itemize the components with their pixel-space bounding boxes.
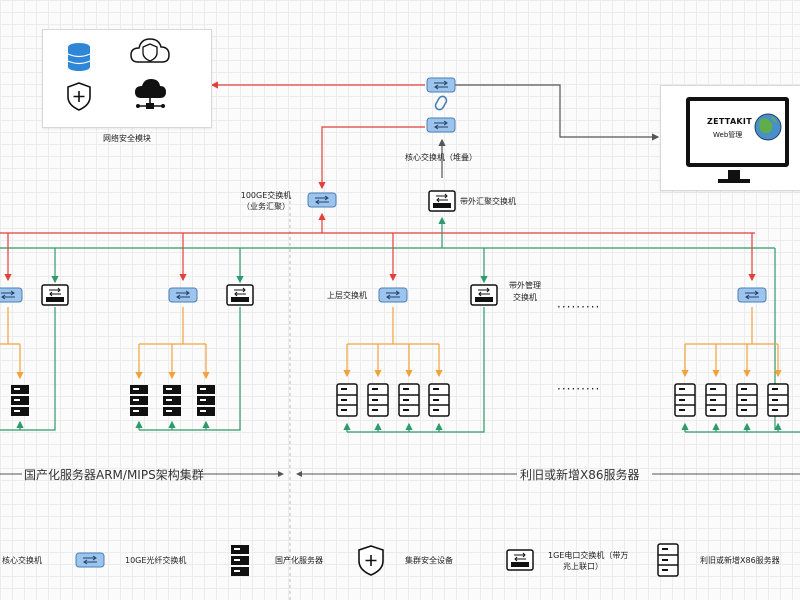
legend-elec-switch-icon [506,549,534,571]
network-cloud-icon [135,79,166,109]
security-module-label: 网络安全模块 [103,134,151,143]
x86-server [367,383,389,417]
fiber-switch-1 [0,287,23,303]
ellipsis-upper: ········· [557,300,601,314]
legend-x86-server-icon [657,543,679,577]
domestic-server [11,385,29,416]
stack-link-icon [434,95,448,111]
legend-fiber-switch: 10GE光纤交换机 [125,556,187,565]
tor-switch-label: 上层交换机 [327,291,367,300]
oob-agg-switch-label: 带外汇聚交换机 [460,197,516,206]
elec-switch-3 [470,284,498,306]
security-module-box [42,29,212,128]
shield-plus-icon [67,82,91,111]
elec-switch-2 [226,284,254,306]
oob-agg-switch [428,190,456,212]
agg-switch-100ge [307,192,337,208]
legend-domestic-server: 国产化服务器 [275,556,323,565]
core-switch-lower [426,117,456,133]
fiber-switch-4 [737,287,767,303]
ellipsis-lower: ········· [557,382,601,396]
domestic-server [197,385,215,416]
x86-server [398,383,420,417]
legend-elec-switch-1: 1GE电口交换机（带万 [548,551,629,560]
legend-domestic-server-icon [231,545,249,576]
legend-fiber-switch-icon [75,552,105,568]
database-icon [67,43,91,71]
legend-elec-switch-2: 兆上联口） [563,562,603,571]
domestic-server [163,385,181,416]
legend-x86-server: 利旧或新增X86服务器 [700,556,780,565]
x86-server [674,383,696,417]
agg-switch-label-2: （业务汇聚） [242,202,290,211]
domestic-server [130,385,148,416]
oob-mgmt-switch-label-1: 带外管理 [509,281,541,290]
fiber-switch-3 [378,287,408,303]
core-switch-label: 核心交换机（堆叠） [405,153,477,162]
fiber-switch-2 [168,287,198,303]
core-switch-upper [426,77,456,93]
cloud-shield-icon [130,38,170,63]
monitor-brand: ZETTAKIT [707,117,752,126]
x86-server [428,383,450,417]
x86-server [336,383,358,417]
x86-server [736,383,758,417]
agg-switch-label-1: 100GE交换机 [240,191,292,200]
x86-server [767,383,789,417]
legend-cluster-security: 集群安全设备 [405,556,453,565]
monitor-sub: Web管理 [713,131,743,139]
oob-mgmt-switch-label-2: 交换机 [513,293,537,302]
section-left-label: 国产化服务器ARM/MIPS架构集群 [24,468,204,482]
legend-shield-icon [358,545,384,576]
legend-core-switch: 核心交换机 [2,556,42,565]
x86-server [705,383,727,417]
section-right-label: 利旧或新增X86服务器 [520,468,640,482]
elec-switch-1 [41,284,69,306]
